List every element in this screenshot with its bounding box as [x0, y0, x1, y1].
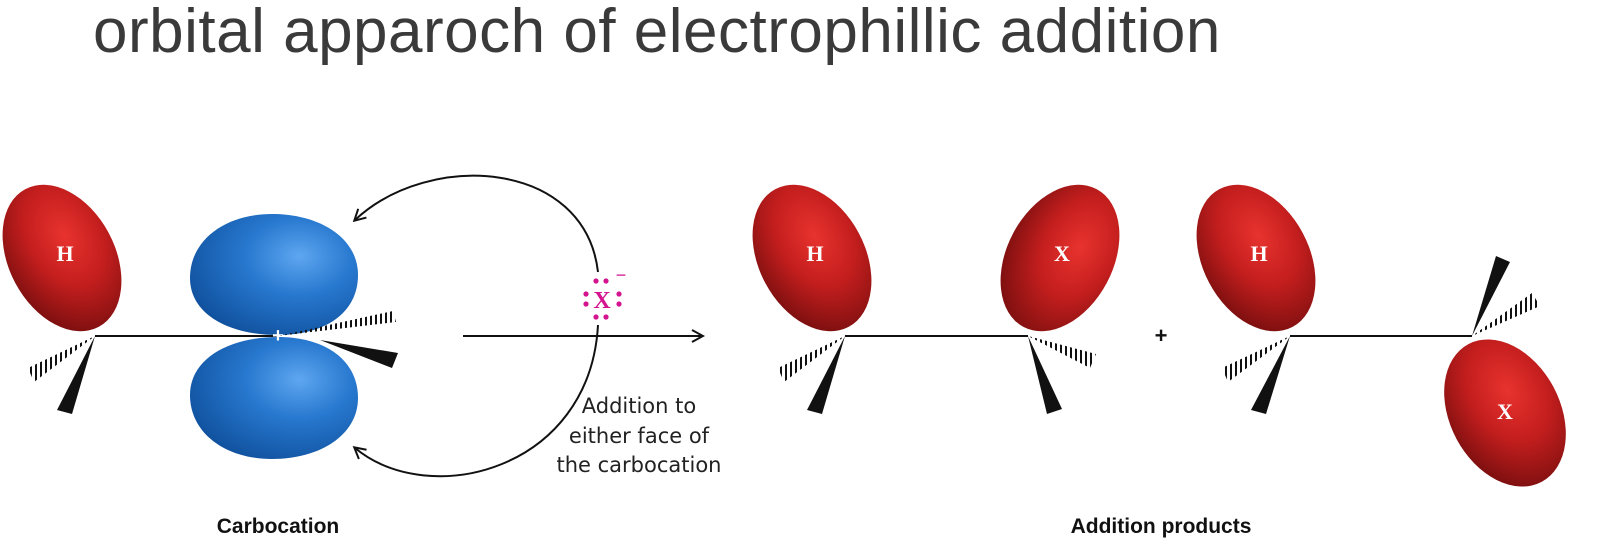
nucleophile-charge: − — [616, 265, 627, 285]
annotation-line-3: the carbocation — [556, 453, 721, 477]
addition-products-caption: Addition products — [1071, 515, 1252, 538]
addition-annotation: Addition to either face of the carbocati… — [556, 394, 721, 477]
hash-bond — [1028, 336, 1096, 368]
products-plus-sign: + — [1155, 323, 1168, 348]
hash-bond — [1472, 293, 1540, 336]
lone-pair-dots — [583, 278, 622, 320]
nucleophile-symbol: X — [593, 288, 611, 314]
annotation-line-2: either face of — [569, 424, 710, 448]
wedge-bond — [1028, 336, 1062, 414]
carbocation-caption: Carbocation — [217, 515, 340, 538]
wedge-bond — [807, 336, 845, 414]
addition-product-1: H X — [752, 184, 1120, 414]
carbocation-structure: H + — [2, 184, 398, 459]
hash-bond — [28, 336, 95, 382]
addition-product-2: H X — [1196, 184, 1566, 487]
h-label: H — [56, 241, 73, 266]
wedge-bond — [1251, 336, 1290, 414]
hash-bond — [278, 311, 396, 336]
wedge-bond — [320, 340, 398, 368]
x-label: X — [1054, 241, 1070, 266]
p-orbital-bottom-lobe — [190, 337, 358, 459]
h-label: H — [1250, 241, 1267, 266]
x-orbital-lobe: X — [1444, 339, 1566, 487]
annotation-line-1: Addition to — [582, 394, 696, 418]
h-orbital-lobe: H — [1196, 184, 1316, 332]
h-orbital-lobe: H — [752, 184, 872, 332]
hash-bond — [1222, 336, 1290, 382]
x-label: X — [1497, 399, 1513, 424]
curved-arrow-top — [355, 174, 599, 273]
p-orbital-top-lobe — [190, 214, 358, 335]
wedge-bond — [1472, 256, 1510, 336]
nucleophile: X − — [583, 265, 626, 320]
x-orbital-lobe: X — [1000, 184, 1120, 332]
curved-arrow-bottom — [355, 324, 599, 478]
page-title: orbital apparoch of electrophillic addit… — [93, 0, 1221, 66]
wedge-bond — [57, 336, 95, 414]
h-label: H — [806, 241, 823, 266]
hash-bond — [778, 336, 845, 382]
h-orbital-lobe: H — [2, 184, 122, 332]
